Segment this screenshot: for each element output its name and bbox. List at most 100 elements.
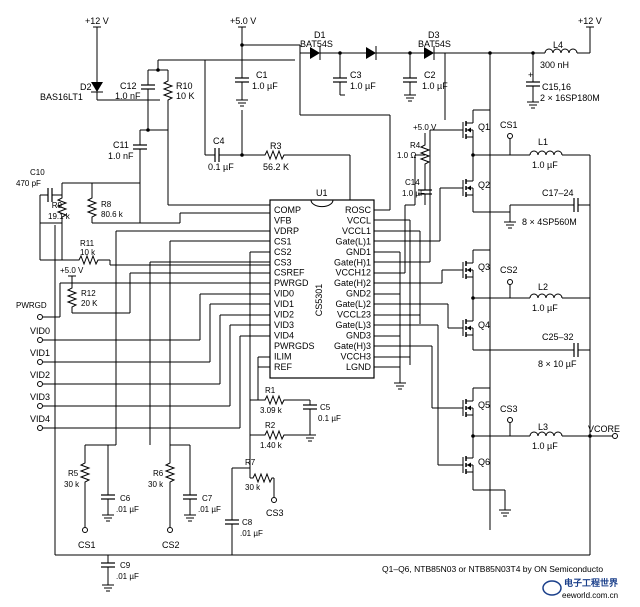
ic-pin-left-15: REF <box>274 362 293 372</box>
c10-label: C10 <box>30 168 45 177</box>
r12-label: R12 <box>81 289 96 298</box>
r8-value: 80.6 k <box>101 210 124 219</box>
mosfet-q5 <box>454 391 474 425</box>
c4-label: C4 <box>213 136 225 146</box>
d2-part: BAS16LT1 <box>40 92 83 102</box>
r3-label: R3 <box>270 141 282 151</box>
r7-value: 30 k <box>245 483 261 492</box>
r1-value: 3.09 k <box>260 406 283 415</box>
d3-label: D3 <box>428 30 440 40</box>
ic-pin-right-3: Gate(L)1 <box>335 236 371 246</box>
ic-pin-right-10: VCCL23 <box>337 310 371 320</box>
ic-pin-right-1: VCCL <box>347 215 371 225</box>
c7-value: .01 µF <box>198 505 221 514</box>
cs3-bottom-label: CS3 <box>266 508 284 518</box>
d1-diode <box>310 47 320 59</box>
q5-label: Q5 <box>478 400 490 410</box>
c1516-label: C15,16 <box>542 82 571 92</box>
q2-label: Q2 <box>478 180 490 190</box>
rail-5v-r4: +5.0 V <box>413 123 437 132</box>
c4-value: 0.1 µF <box>208 162 234 172</box>
l4-value: 300 nH <box>540 60 569 70</box>
ic-pin-left-1: VFB <box>274 215 292 225</box>
ic-pin-right-0: ROSC <box>345 205 372 215</box>
ic-pin-left-9: VID1 <box>274 299 294 309</box>
ic-pin-left-3: CS1 <box>274 236 292 246</box>
c11-label: C11 <box>113 140 129 150</box>
ic-pin-right-14: VCCH3 <box>340 351 371 361</box>
r5-label: R5 <box>68 469 79 478</box>
mosfet-q2 <box>454 171 474 205</box>
c1724-label: C17–24 <box>542 188 574 198</box>
r6-value: 30 k <box>148 480 164 489</box>
ic-pin-right-5: Gate(H)1 <box>334 257 371 267</box>
c14-value: 1.0 µF <box>402 189 425 198</box>
q6-label: Q6 <box>478 457 490 467</box>
watermark-url: eeworld.com.cn <box>562 591 618 600</box>
l1-value: 1.0 µF <box>532 160 558 170</box>
ic-pin-right-12: GND3 <box>346 330 371 340</box>
cs1-bottom-label: CS1 <box>78 540 96 550</box>
c2532-value: 8 × 10 µF <box>538 359 577 369</box>
c5-value: 0.1 µF <box>318 414 341 423</box>
r11-value: 10 k <box>80 248 96 257</box>
c1-value: 1.0 µF <box>252 81 278 91</box>
r6-label: R6 <box>153 469 164 478</box>
l2-label: L2 <box>538 282 548 292</box>
ic-pin-right-9: Gate(L)2 <box>335 299 371 309</box>
c8-value: .01 µF <box>240 529 263 538</box>
ic-pin-left-6: CSREF <box>274 268 305 278</box>
c5-label: C5 <box>320 403 331 412</box>
vid1-label: VID1 <box>30 348 50 358</box>
l3-value: 1.0 µF <box>532 441 558 451</box>
c2-value: 1.0 µF <box>422 81 448 91</box>
d2-label: D2 <box>80 82 92 92</box>
ic-pin-left-0: COMP <box>274 205 301 215</box>
ic-pin-right-13: Gate(H)3 <box>334 341 371 351</box>
r3-value: 56.2 K <box>263 162 289 172</box>
c9-value: .01 µF <box>116 572 139 581</box>
c2532-label: C25–32 <box>542 332 574 342</box>
ic-pin-right-11: Gate(L)3 <box>335 320 371 330</box>
c3-label: C3 <box>350 70 362 80</box>
c1516-value: 2 × 16SP180M <box>540 93 600 103</box>
d3-part: BAT54S <box>418 39 451 49</box>
ic-pin-right-15: LGND <box>346 362 372 372</box>
vid2-label: VID2 <box>30 370 50 380</box>
watermark-logo: 电子工程世界 eeworld.com.cn <box>542 577 618 600</box>
d3-diode <box>424 47 434 59</box>
c2-label: C2 <box>424 70 436 80</box>
q4-label: Q4 <box>478 320 490 330</box>
r4-label: R4 <box>410 141 421 150</box>
r7-label: R7 <box>245 458 256 467</box>
r9-value: 19.1 k <box>48 212 71 221</box>
r10-label: R10 <box>176 81 193 91</box>
rail-12v-right: +12 V <box>578 16 602 26</box>
ic-u1-part: CS5301 <box>314 284 324 317</box>
ic-pin-left-7: PWRGD <box>274 278 309 288</box>
q1-label: Q1 <box>478 122 490 132</box>
c1-label: C1 <box>256 70 268 80</box>
ic-pin-left-14: ILIM <box>274 351 292 361</box>
q3-label: Q3 <box>478 262 490 272</box>
c10-value: 470 pF <box>16 179 41 188</box>
mosfet-q1 <box>454 113 474 147</box>
cs2-mid-label: CS2 <box>500 265 518 275</box>
rail-5v-r11: +5.0 V <box>60 266 84 275</box>
ic-pin-left-13: PWRGDS <box>274 341 315 351</box>
c3-value: 1.0 µF <box>350 81 376 91</box>
r11-label: R11 <box>80 239 95 248</box>
svg-text:+: + <box>528 70 533 80</box>
cs2-bottom-label: CS2 <box>162 540 180 550</box>
ic-pin-left-10: VID2 <box>274 310 294 320</box>
ic-pin-right-2: VCCL1 <box>342 226 371 236</box>
ic-pin-left-11: VID3 <box>274 320 294 330</box>
r12-value: 20 K <box>81 299 98 308</box>
vid3-label: VID3 <box>30 392 50 402</box>
c12-value: 1.0 nF <box>115 91 141 101</box>
ic-pin-right-4: GND1 <box>346 247 371 257</box>
mosfet-q4 <box>454 311 474 345</box>
ic-pin-left-8: VID0 <box>274 289 294 299</box>
cs3-mid-label: CS3 <box>500 404 518 414</box>
